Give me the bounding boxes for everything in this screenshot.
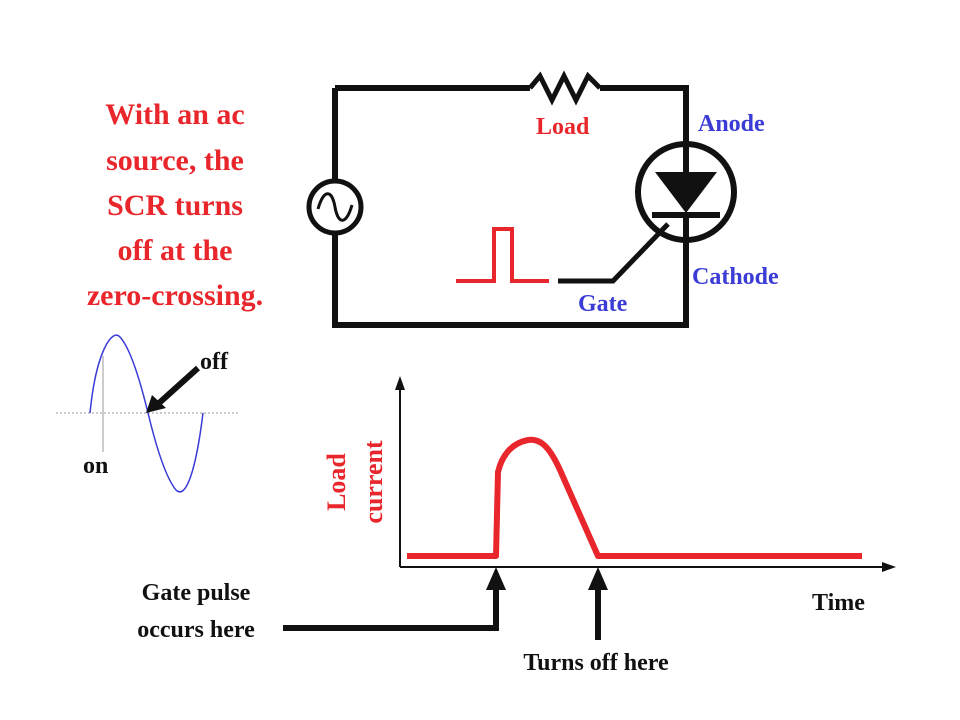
ac-sine-glyph	[316, 192, 354, 222]
resistor-icon	[528, 70, 602, 106]
on-label: on	[83, 453, 108, 479]
graph-ylabel-line2: current	[359, 440, 388, 524]
sine-wave	[89, 334, 204, 493]
graph-x-axis-arrow-icon	[882, 562, 896, 572]
gate-pulse-arrow-head-icon	[486, 567, 506, 590]
gate-pulse-waveform	[456, 227, 549, 283]
title-line-5: zero-crossing.	[87, 279, 263, 312]
title-line-1: With an ac	[105, 98, 244, 131]
sine-inset: off on	[56, 334, 238, 493]
load-current-trace	[407, 436, 862, 559]
off-arrow-shaft	[155, 365, 201, 407]
anode-label: Anode	[698, 111, 765, 137]
title-line-2: source, the	[106, 144, 244, 177]
title-text: With an ac source, the SCR turns off at …	[87, 98, 263, 312]
off-arrow-head-icon	[146, 395, 166, 413]
graph-xlabel: Time	[812, 590, 865, 616]
scr-diode-triangle-icon	[655, 172, 717, 213]
gate-pulse-arrow-shaft	[283, 588, 499, 631]
turns-off-arrow-head-icon	[588, 567, 608, 590]
load-current-graph: Load current Time Gate pulse occurs here…	[137, 376, 896, 676]
cathode-label: Cathode	[692, 264, 779, 290]
graph-ylabel-line1: Load	[322, 453, 351, 511]
scr-gate-lead	[558, 222, 670, 284]
title-line-3: SCR turns	[107, 189, 243, 222]
gate-label: Gate	[578, 291, 628, 317]
turns-off-label: Turns off here	[523, 650, 669, 676]
gate-pulse-label-line2: occurs here	[137, 617, 255, 643]
graph-y-axis-arrow-icon	[395, 376, 405, 390]
circuit: Load Anode Cathode Gate	[306, 70, 779, 328]
title-line-4: off at the	[118, 234, 233, 267]
load-label: Load	[536, 114, 590, 140]
gate-pulse-label-line1: Gate pulse	[142, 580, 251, 606]
circuit-wire-loop	[332, 85, 689, 328]
off-label: off	[200, 349, 229, 375]
